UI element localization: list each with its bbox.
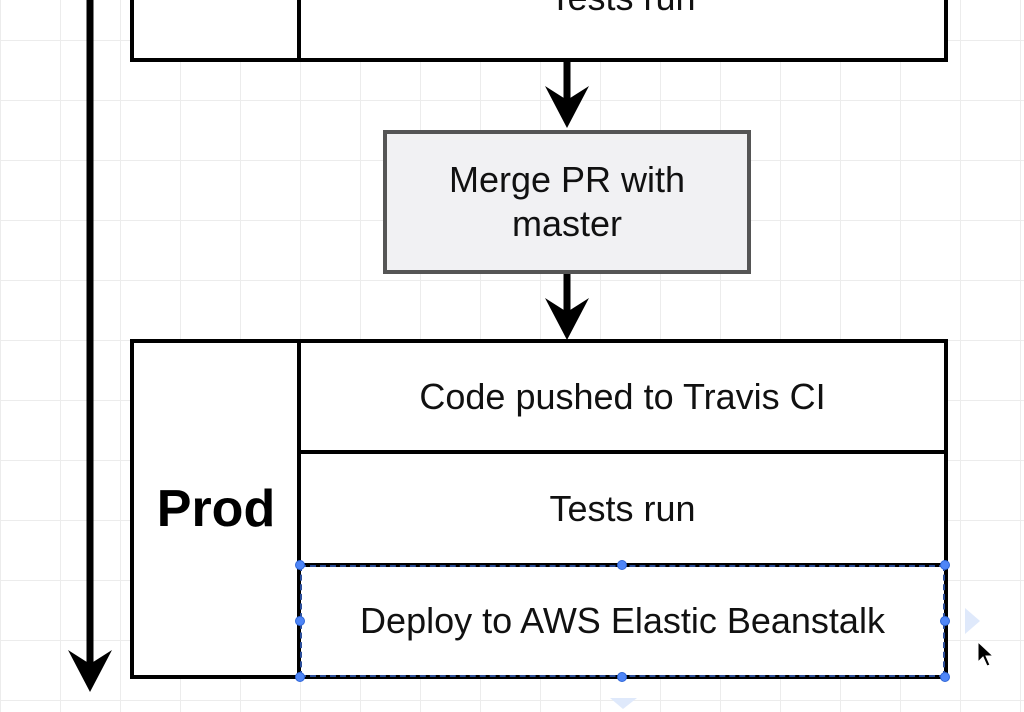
prod-row-code-pushed[interactable]: Code pushed to Travis CI xyxy=(419,375,826,417)
timeline-arrowhead xyxy=(68,650,112,692)
arrow-to-merge-head xyxy=(545,86,589,128)
prod-box-divider xyxy=(297,339,301,679)
prod-section-label: Prod xyxy=(156,480,276,538)
connect-down-hint-icon[interactable] xyxy=(610,698,637,709)
prod-row-separator-1 xyxy=(297,450,948,454)
resize-handle-bottom-right[interactable] xyxy=(940,672,950,682)
dev-pipeline-box[interactable] xyxy=(130,0,948,62)
resize-handle-top-center[interactable] xyxy=(617,560,627,570)
resize-handle-bottom-left[interactable] xyxy=(295,672,305,682)
prod-row-deploy[interactable]: Deploy to AWS Elastic Beanstalk xyxy=(360,600,885,642)
connect-right-hint-icon[interactable] xyxy=(965,608,980,634)
resize-handle-middle-left[interactable] xyxy=(295,616,305,626)
resize-handle-top-left[interactable] xyxy=(295,560,305,570)
dev-tests-run-label: Tests run xyxy=(301,0,944,30)
resize-handle-top-right[interactable] xyxy=(940,560,950,570)
dev-box-divider xyxy=(297,0,301,62)
arrow-to-prod-head xyxy=(545,298,589,340)
merge-pr-step[interactable]: Merge PR with master xyxy=(383,130,751,274)
prod-row-tests-run[interactable]: Tests run xyxy=(549,487,696,529)
mouse-pointer-icon xyxy=(977,640,995,667)
resize-handle-bottom-center[interactable] xyxy=(617,672,627,682)
prod-pipeline-box[interactable] xyxy=(130,339,948,679)
resize-handle-middle-right[interactable] xyxy=(940,616,950,626)
